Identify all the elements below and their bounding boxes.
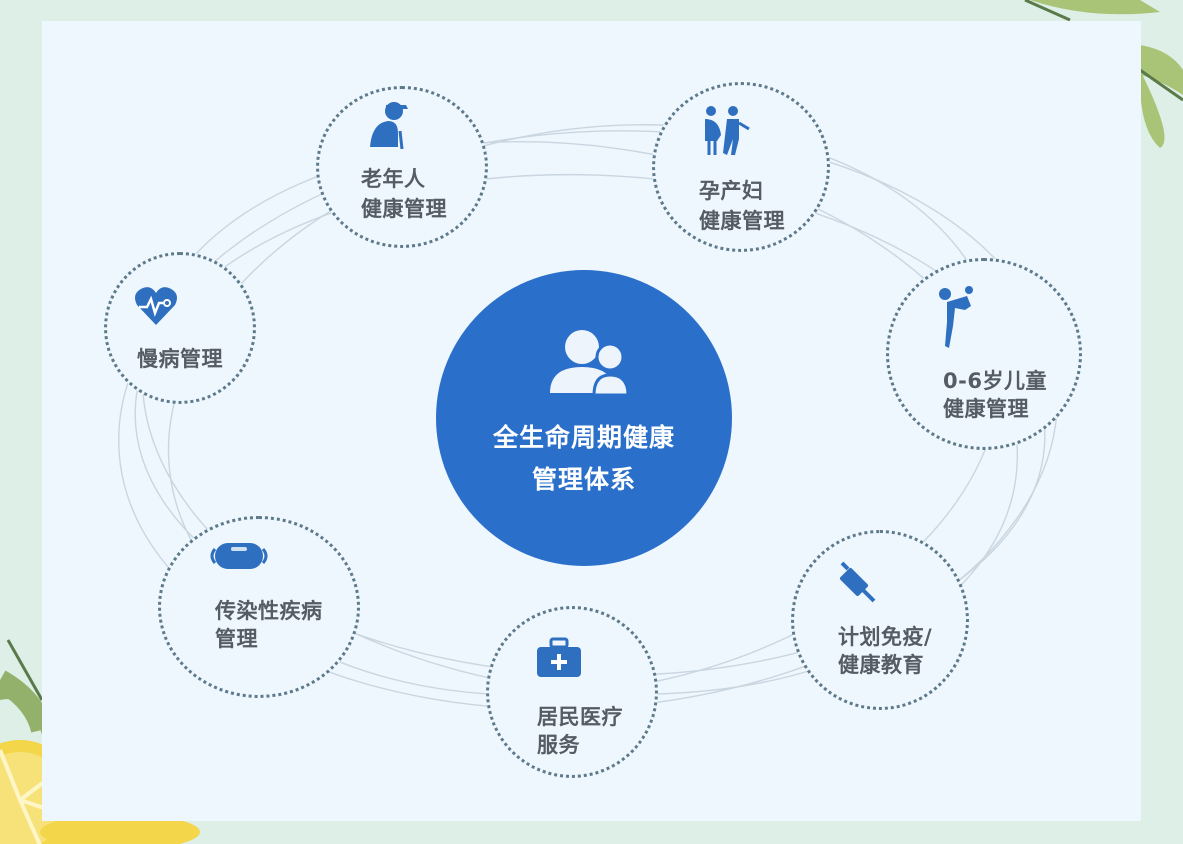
center-title-line2: 管理体系 — [531, 465, 636, 494]
node-label-line2: 健康管理 — [943, 397, 1029, 421]
pregnant-couple-icon — [705, 106, 750, 155]
node-label-line1: 居民医疗 — [537, 705, 623, 729]
node-label-line2: 健康教育 — [838, 653, 924, 677]
node-chronic-disease: 慢病管理 — [104, 252, 256, 404]
node-label-line2: 管理 — [215, 627, 258, 651]
node-label-line2: 健康管理 — [361, 197, 447, 221]
center-hub: 全生命周期健康 管理体系 — [436, 270, 732, 566]
face-mask-icon — [210, 543, 268, 569]
people-group-icon — [550, 330, 630, 395]
node-label-line2: 健康管理 — [699, 209, 785, 233]
node-immunization-education: 计划免疫/ 健康教育 — [791, 530, 969, 710]
node-label-line2: 服务 — [537, 733, 580, 757]
node-label-line1: 计划免疫/ — [838, 625, 933, 649]
node-resident-medical-service: 居民医疗 服务 — [486, 606, 658, 778]
parent-child-icon — [939, 286, 973, 348]
leaf-decoration-top-right — [1024, 0, 1183, 148]
node-child-health: 0-6岁儿童 健康管理 — [886, 258, 1082, 450]
syringe-icon — [839, 561, 876, 603]
node-elderly-health: 老年人 健康管理 — [316, 86, 488, 248]
node-label-line1: 0-6岁儿童 — [943, 369, 1047, 393]
center-title-line1: 全生命周期健康 — [492, 423, 675, 452]
medical-kit-icon — [537, 637, 581, 677]
node-label-line1: 慢病管理 — [137, 347, 223, 371]
node-maternal-health: 孕产妇 健康管理 — [652, 82, 830, 252]
node-label-line1: 孕产妇 — [699, 179, 764, 203]
elderly-person-icon — [370, 102, 408, 149]
heart-pulse-icon — [135, 287, 177, 325]
node-infectious-disease: 传染性疾病 管理 — [158, 516, 360, 698]
node-label-line1: 老年人 — [361, 167, 426, 191]
node-label-line1: 传染性疾病 — [215, 599, 323, 623]
